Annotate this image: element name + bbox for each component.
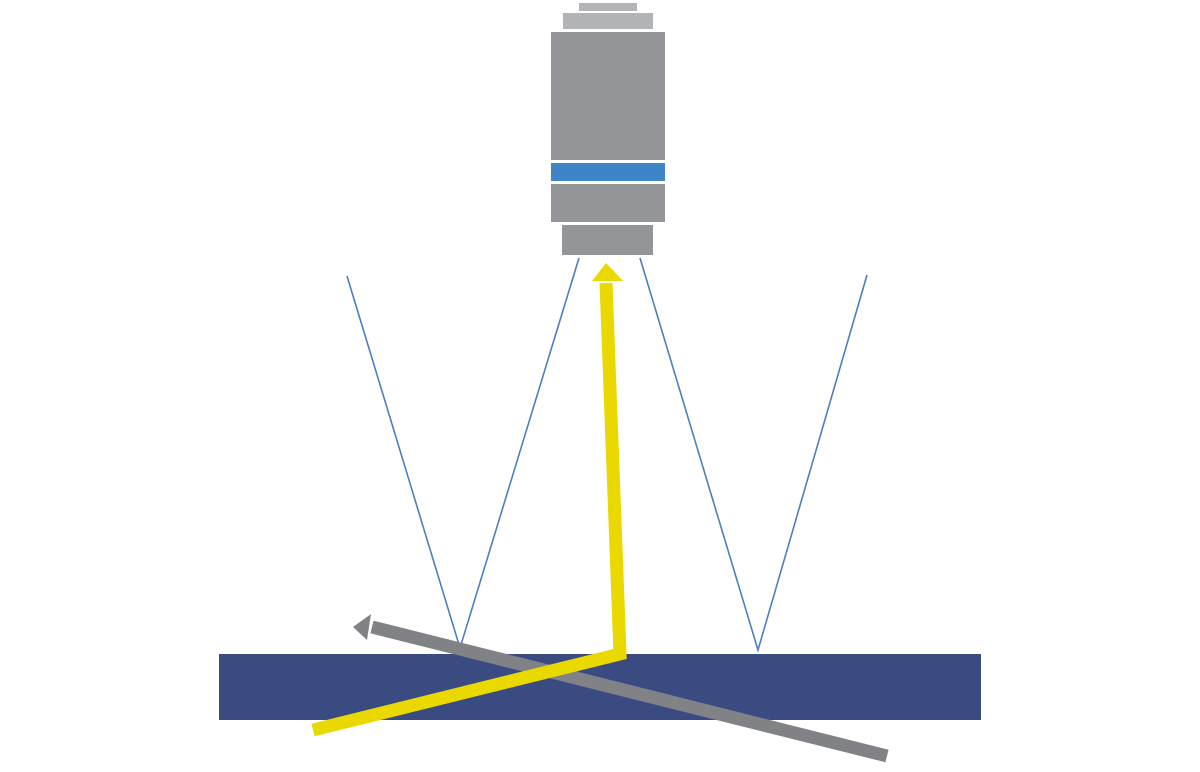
objective-tip: [562, 225, 653, 255]
objective-lower-body: [551, 184, 665, 222]
gray-ray-arrowhead: [353, 614, 371, 640]
gray-reflected-ray: [353, 614, 889, 763]
right-illumination-cone: [639, 257, 868, 653]
gray-ray-shaft: [370, 620, 889, 763]
objective-top-cap: [579, 3, 637, 11]
yellow-scattered-ray: [311, 263, 627, 737]
microscope-objective: [551, 3, 665, 255]
objective-upper-collar: [563, 13, 653, 29]
yellow-ray-shaft: [311, 282, 627, 737]
objective-color-band: [551, 163, 665, 181]
yellow-ray-arrowhead: [592, 263, 623, 281]
left-illumination-cone: [346, 257, 580, 651]
objective-main-body: [551, 32, 665, 160]
